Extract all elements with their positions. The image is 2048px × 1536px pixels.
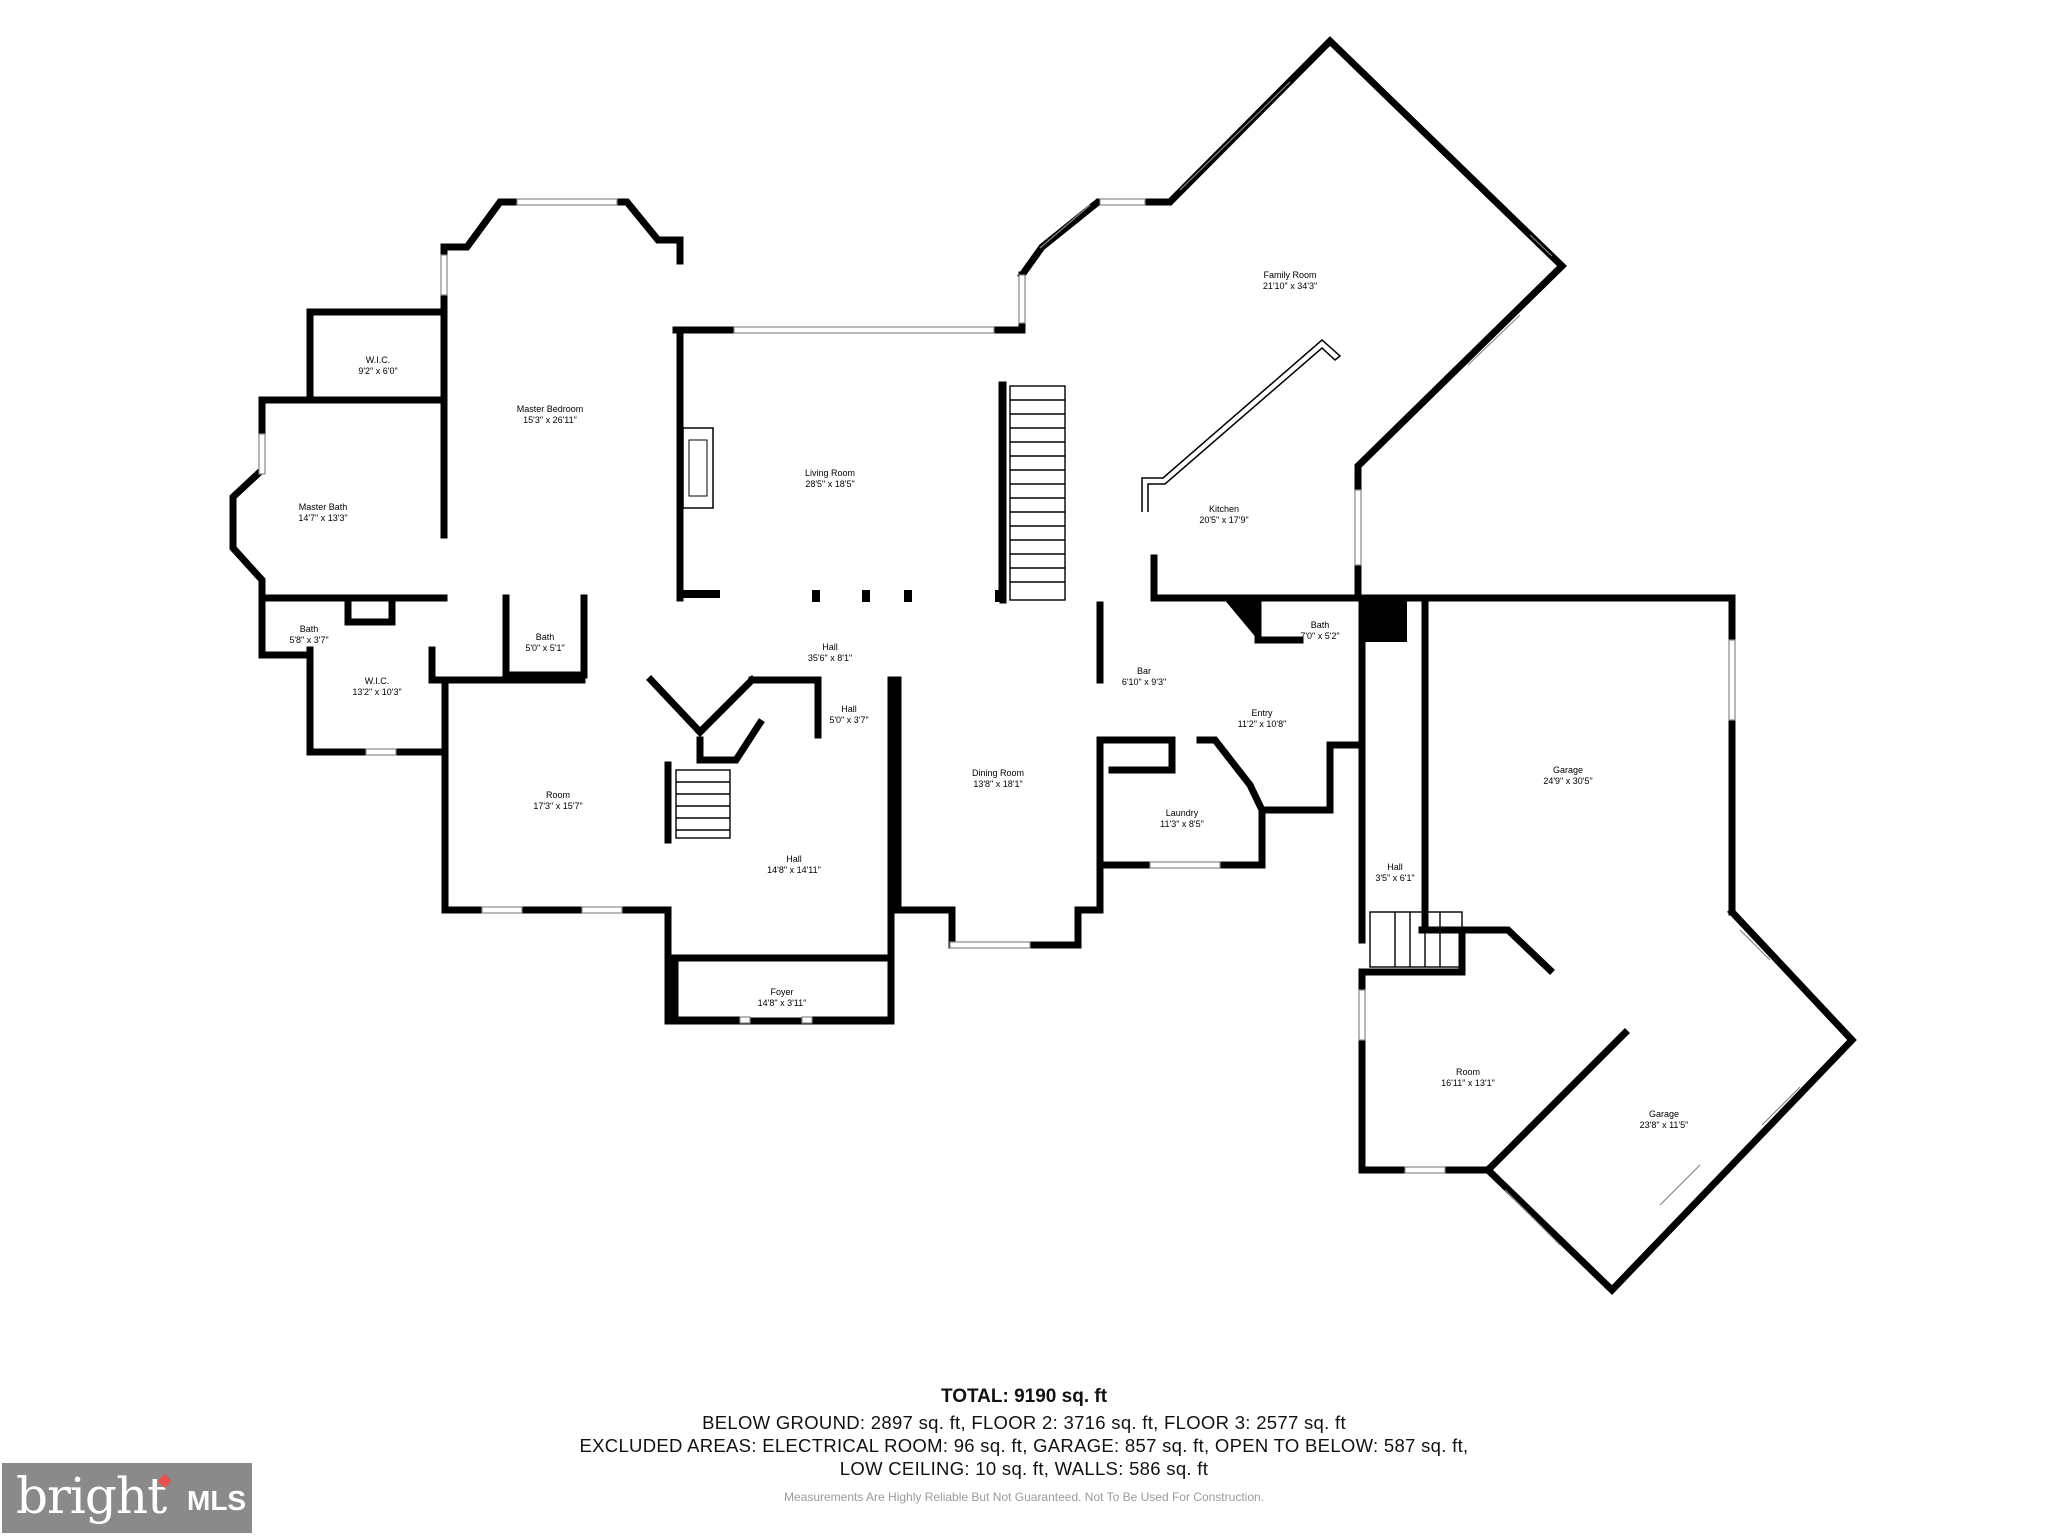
room-name-bar: Bar [1137, 666, 1151, 676]
windows [258, 81, 1801, 1246]
room-name-dining-room: Dining Room [972, 768, 1024, 778]
room-dim-hall-3: 14'8" x 14'11" [767, 865, 821, 875]
room-dim-master-bath: 14'7" x 13'3" [298, 513, 347, 523]
room-dim-room-2: 16'11" x 13'1" [1441, 1078, 1495, 1088]
room-name-bath-2: Bath [536, 632, 555, 642]
room-dim-garage-2: 23'8" x 11'5" [1640, 1120, 1689, 1130]
room-dim-hall-2: 5'0" x 3'7" [829, 715, 868, 725]
room-name-master-bedroom: Master Bedroom [517, 404, 584, 414]
area-line-3: LOW CEILING: 10 sq. ft, WALLS: 586 sq. f… [839, 1458, 1209, 1479]
room-name-kitchen: Kitchen [1209, 504, 1239, 514]
staircase-hall [675, 769, 731, 839]
room-dim-wic-2: 13'2" x 10'3" [352, 687, 401, 697]
room-dim-living-room: 28'5" x 18'5" [805, 479, 854, 489]
room-name-living-room: Living Room [805, 468, 855, 478]
room-name-garage-1: Garage [1553, 765, 1583, 775]
room-name-bath-1: Bath [300, 624, 319, 634]
room-dim-foyer: 14'8" x 3'11" [758, 998, 807, 1008]
room-dim-hall-1: 35'6" x 8'1" [808, 653, 852, 663]
room-name-entry: Entry [1251, 708, 1273, 718]
room-name-laundry: Laundry [1166, 808, 1199, 818]
room-name-wic-1: W.I.C. [366, 355, 391, 365]
area-line-2: EXCLUDED AREAS: ELECTRICAL ROOM: 96 sq. … [579, 1435, 1469, 1456]
room-name-master-bath: Master Bath [299, 502, 348, 512]
total-area: TOTAL: 9190 sq. ft [940, 1386, 1108, 1407]
room-name-garage-2: Garage [1649, 1109, 1679, 1119]
room-name-wic-2: W.I.C. [365, 676, 390, 686]
room-dim-master-bedroom: 15'3" x 26'11" [523, 415, 577, 425]
room-name-hall-2: Hall [841, 704, 857, 714]
room-dim-bar: 6'10" x 9'3" [1122, 677, 1166, 687]
room-dim-hall-4: 3'5" x 6'1" [1375, 873, 1414, 883]
room-dim-bath-1: 5'8" x 3'7" [289, 635, 328, 645]
walls [229, 36, 1857, 1295]
fireplace [682, 427, 714, 509]
room-name-bath-3: Bath [1311, 620, 1330, 630]
room-dim-kitchen: 20'5" x 17'9" [1199, 515, 1248, 525]
staircase-garage [1369, 911, 1463, 968]
room-name-hall-3: Hall [786, 854, 802, 864]
room-dim-laundry: 11'3" x 8'5" [1160, 819, 1204, 829]
room-name-hall-1: Hall [822, 642, 838, 652]
disclaimer: Measurements Are Highly Reliable But Not… [783, 1490, 1264, 1504]
room-dim-bath-2: 5'0" x 5'1" [525, 643, 564, 653]
room-dim-family-room: 21'10" x 34'3" [1263, 281, 1317, 291]
room-name-hall-4: Hall [1387, 862, 1403, 872]
staircase-main [1009, 385, 1066, 601]
area-line-1: BELOW GROUND: 2897 sq. ft, FLOOR 2: 3716… [702, 1412, 1346, 1433]
room-dim-garage-1: 24'9" x 30'5" [1543, 776, 1592, 786]
logo-suffix: MLS [187, 1485, 247, 1516]
room-name-foyer: Foyer [770, 987, 793, 997]
logo-word: bright [16, 1467, 167, 1525]
room-name-room-2: Room [1456, 1067, 1480, 1077]
room-dim-entry: 11'2" x 10'8" [1238, 719, 1287, 729]
room-dim-room-1: 17'3" x 15'7" [533, 801, 582, 811]
room-dim-bath-3: 7'0" x 5'2" [1300, 631, 1339, 641]
room-dim-wic-1: 9'2" x 6'0" [358, 366, 397, 376]
room-dim-dining-room: 13'8" x 18'1" [973, 779, 1022, 789]
room-name-room-1: Room [546, 790, 570, 800]
room-name-family-room: Family Room [1263, 270, 1316, 280]
bright-mls-logo: bright MLS [2, 1463, 252, 1533]
